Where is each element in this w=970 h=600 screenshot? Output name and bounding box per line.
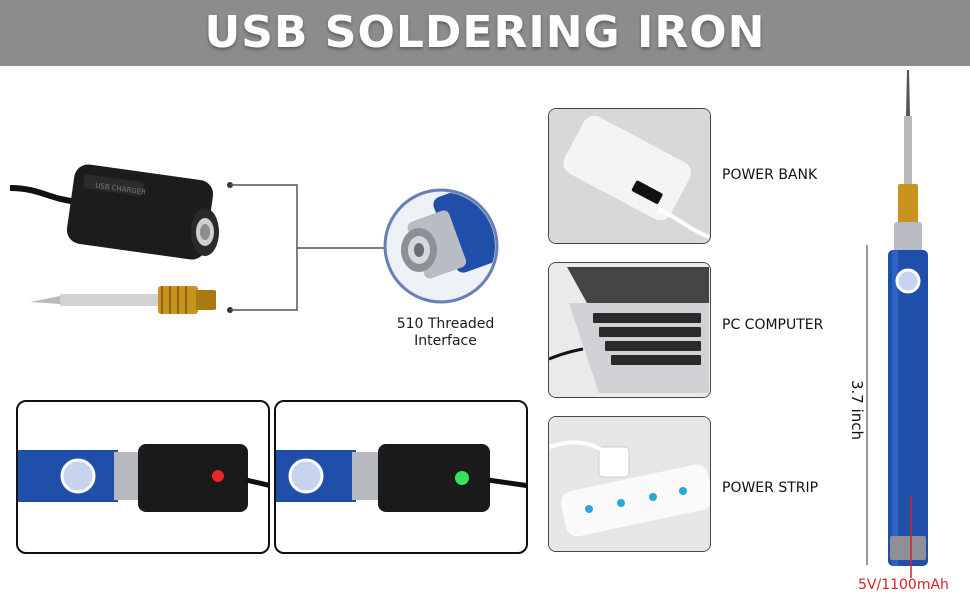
interface-caption-line1: 510 Threaded	[396, 316, 495, 332]
battery-spec-label: 5V/1100mAh	[858, 577, 949, 593]
power-bank-photo	[548, 108, 711, 244]
interface-caption: 510 Threaded Interface	[383, 316, 508, 350]
charging-panel-green	[274, 400, 528, 554]
green-led-indicator	[455, 471, 469, 485]
interface-caption-line2: Interface	[414, 333, 477, 349]
usb-charger-image: USB CHARGER	[10, 164, 219, 260]
title-banner	[0, 0, 970, 66]
page-title: USB SOLDERING IRON	[204, 7, 766, 58]
length-value: 3.7 inch	[848, 379, 866, 441]
soldering-iron-image	[888, 70, 928, 578]
soldering-tip-image	[30, 286, 216, 314]
red-led-indicator	[212, 470, 224, 482]
threaded-interface-zoom	[383, 188, 499, 304]
pc-computer-photo	[548, 262, 711, 398]
power-strip-photo	[548, 416, 711, 552]
connector-lines	[227, 182, 385, 313]
power-strip-label: POWER STRIP	[722, 480, 819, 496]
length-dimension-line	[866, 245, 868, 565]
charging-panel-red	[16, 400, 270, 554]
power-bank-label: POWER BANK	[722, 167, 818, 183]
length-label: 3.7 inch	[847, 345, 867, 475]
pc-computer-label: PC COMPUTER	[722, 317, 824, 333]
